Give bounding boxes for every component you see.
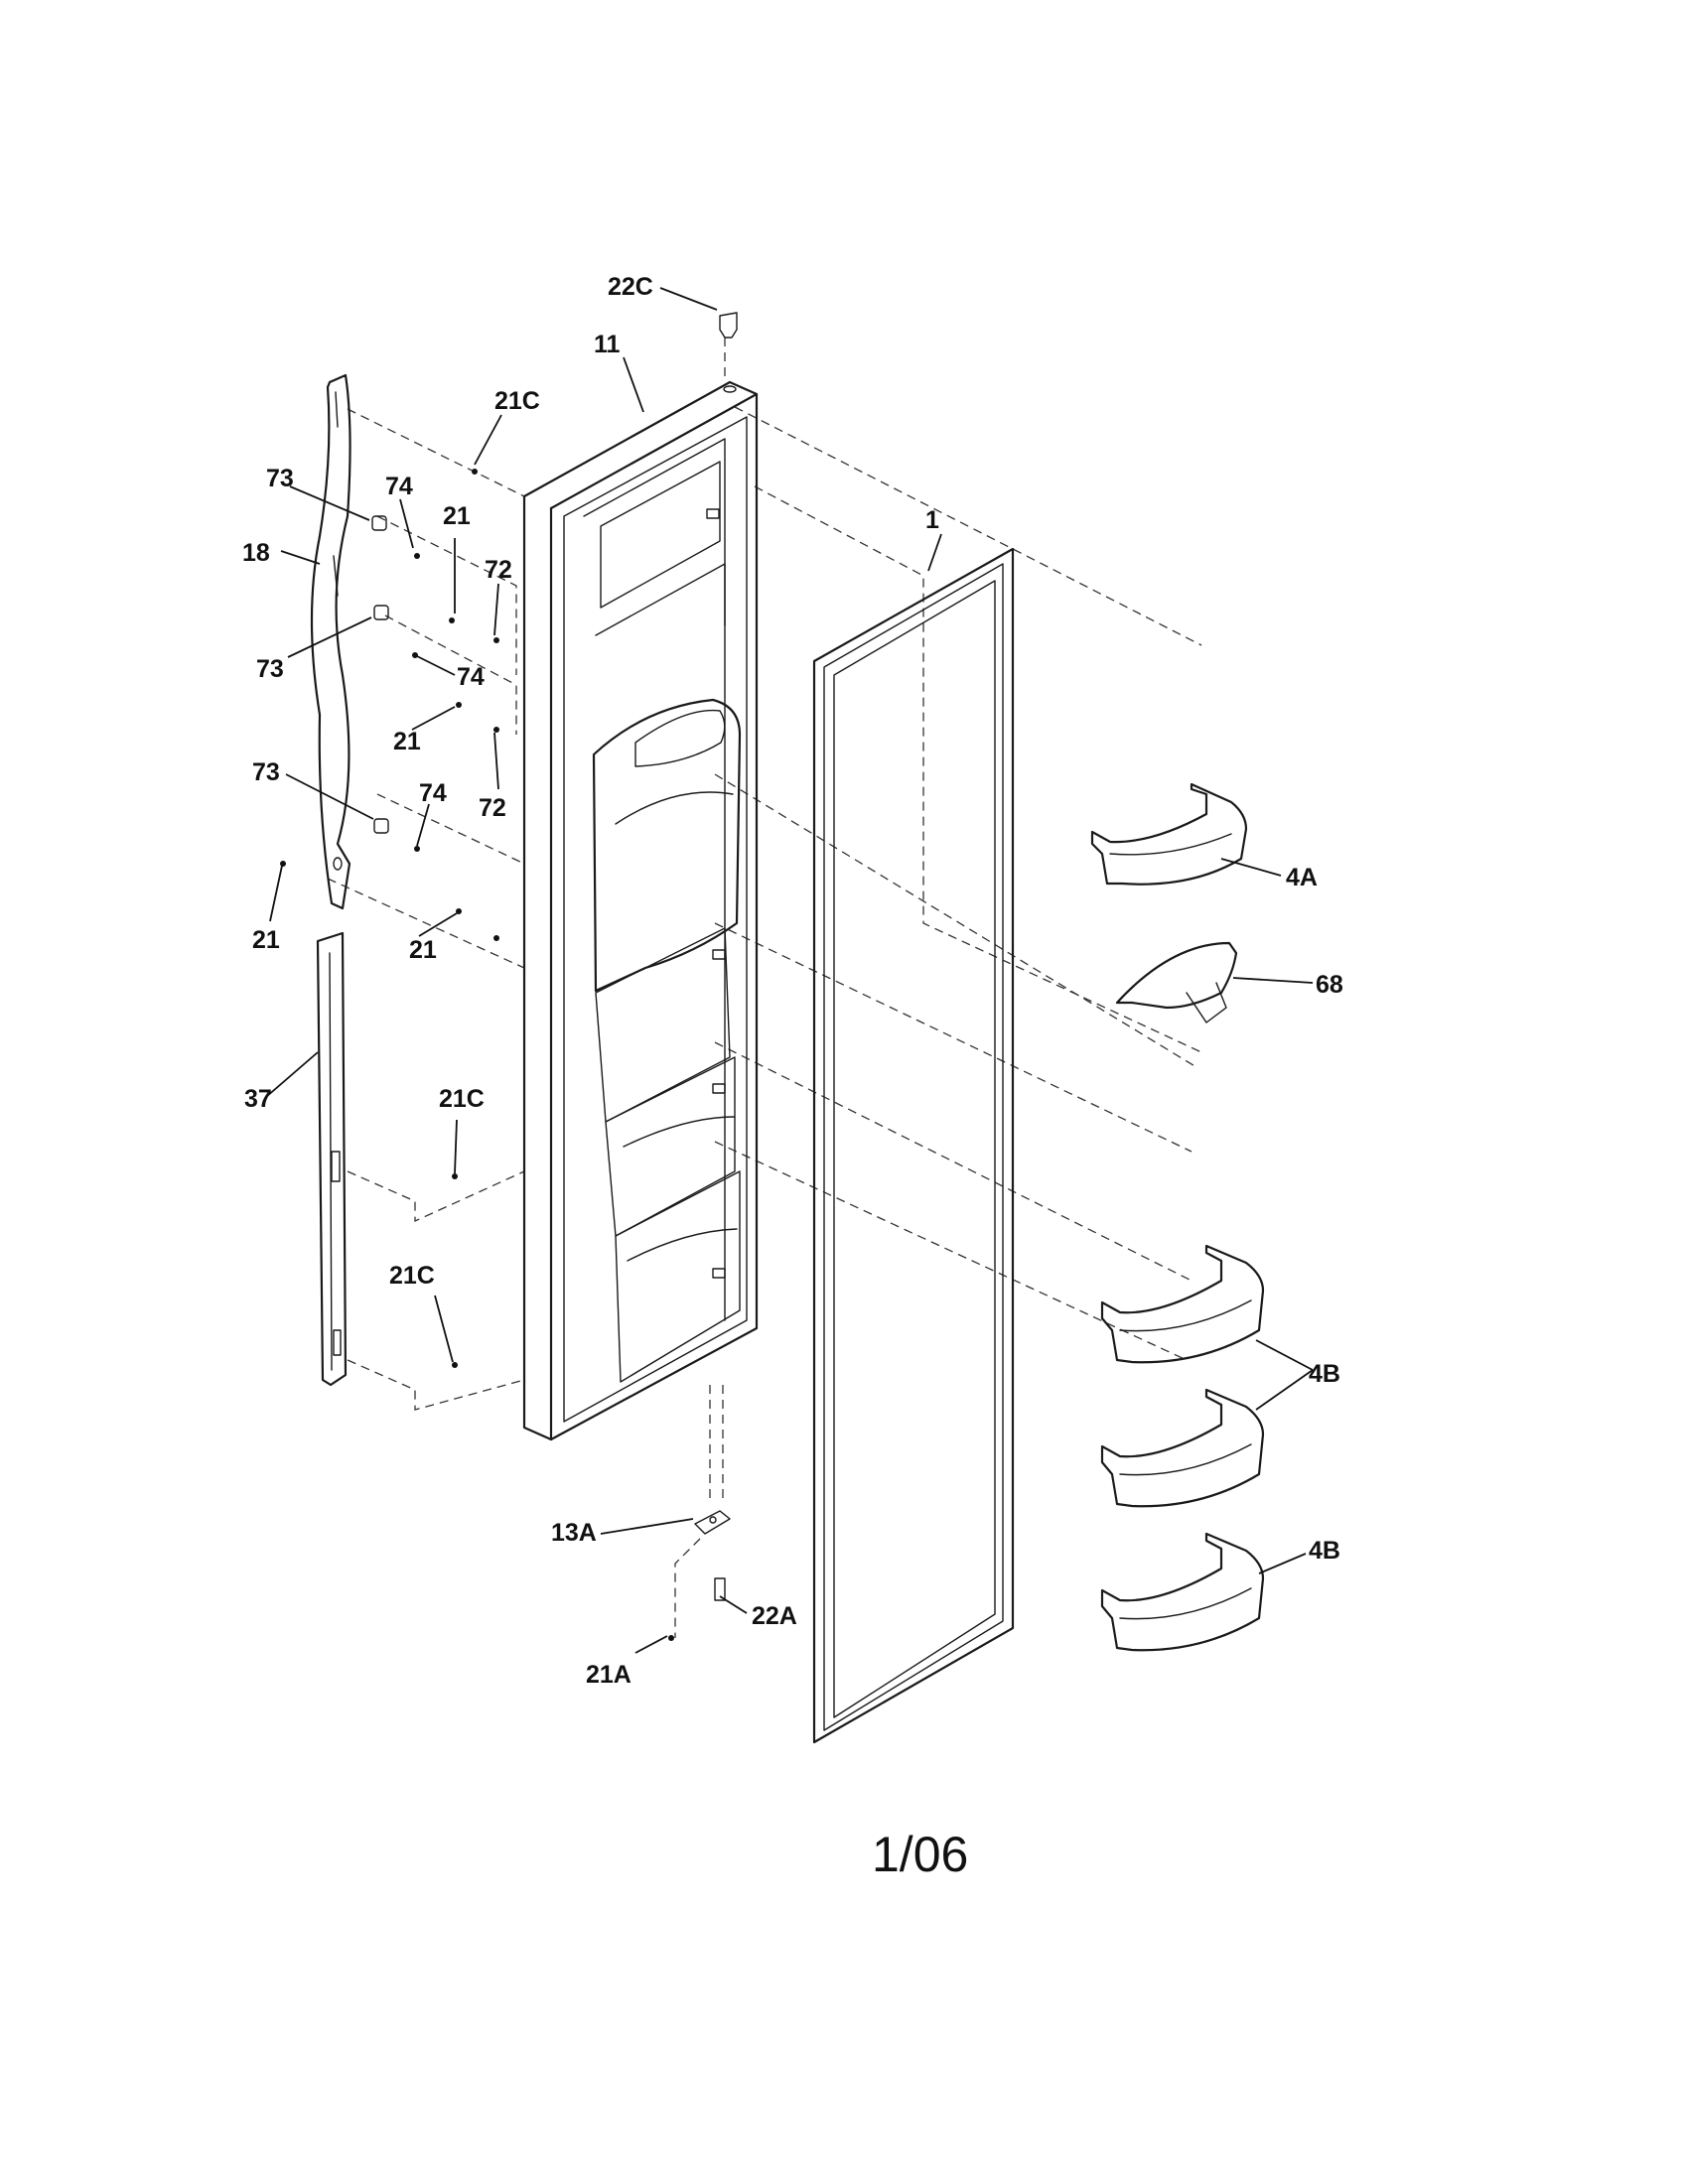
door-bin-4B-upper bbox=[1100, 1244, 1265, 1364]
door-shelf-68 bbox=[1115, 941, 1238, 1024]
callout-labels: 22C 11 21C 73 74 21 18 72 73 74 21 73 74… bbox=[242, 273, 1343, 1689]
callout-73-b: 73 bbox=[256, 655, 284, 683]
callout-22C-top: 22C bbox=[608, 273, 653, 301]
callout-73-c: 73 bbox=[252, 758, 280, 786]
callout-11: 11 bbox=[594, 331, 621, 358]
door-bin-4A bbox=[1090, 782, 1248, 886]
callout-74-a: 74 bbox=[385, 473, 413, 500]
callout-21A: 21A bbox=[586, 1661, 632, 1689]
callout-72-b: 72 bbox=[479, 794, 506, 822]
assembly-guide-lines bbox=[327, 338, 1202, 1638]
callout-37: 37 bbox=[244, 1085, 272, 1113]
callout-21-d: 21 bbox=[409, 936, 437, 964]
callout-1: 1 bbox=[925, 506, 939, 534]
callout-13A: 13A bbox=[551, 1519, 597, 1547]
callout-74-b: 74 bbox=[457, 663, 485, 691]
leader-lines bbox=[265, 287, 1314, 1654]
callout-4B-a: 4B bbox=[1309, 1360, 1340, 1388]
upper-handle-18 bbox=[310, 373, 351, 910]
callout-22A: 22A bbox=[752, 1602, 797, 1630]
callout-21-a: 21 bbox=[443, 502, 471, 530]
callout-4A: 4A bbox=[1286, 864, 1318, 891]
lower-handle-37 bbox=[316, 931, 348, 1387]
callout-21-c: 21 bbox=[252, 926, 280, 954]
fasteners bbox=[280, 312, 738, 1641]
door-panel-11 bbox=[522, 380, 759, 1441]
callout-21C-low: 21C bbox=[389, 1262, 435, 1290]
callout-21C-top: 21C bbox=[494, 387, 540, 415]
door-bin-4B-lower bbox=[1100, 1532, 1265, 1652]
callout-72-a: 72 bbox=[485, 556, 512, 584]
door-gasket-1 bbox=[812, 547, 1015, 1744]
callout-18: 18 bbox=[242, 539, 270, 567]
page-footer: 1/06 bbox=[872, 1827, 968, 1882]
callout-21-b: 21 bbox=[393, 728, 421, 755]
callout-73-a: 73 bbox=[266, 465, 294, 492]
callout-4B-b: 4B bbox=[1309, 1537, 1340, 1565]
callout-21C-mid: 21C bbox=[439, 1085, 485, 1113]
door-bin-4B-middle bbox=[1100, 1388, 1265, 1508]
callout-74-c: 74 bbox=[419, 779, 447, 807]
callout-68: 68 bbox=[1316, 971, 1343, 999]
